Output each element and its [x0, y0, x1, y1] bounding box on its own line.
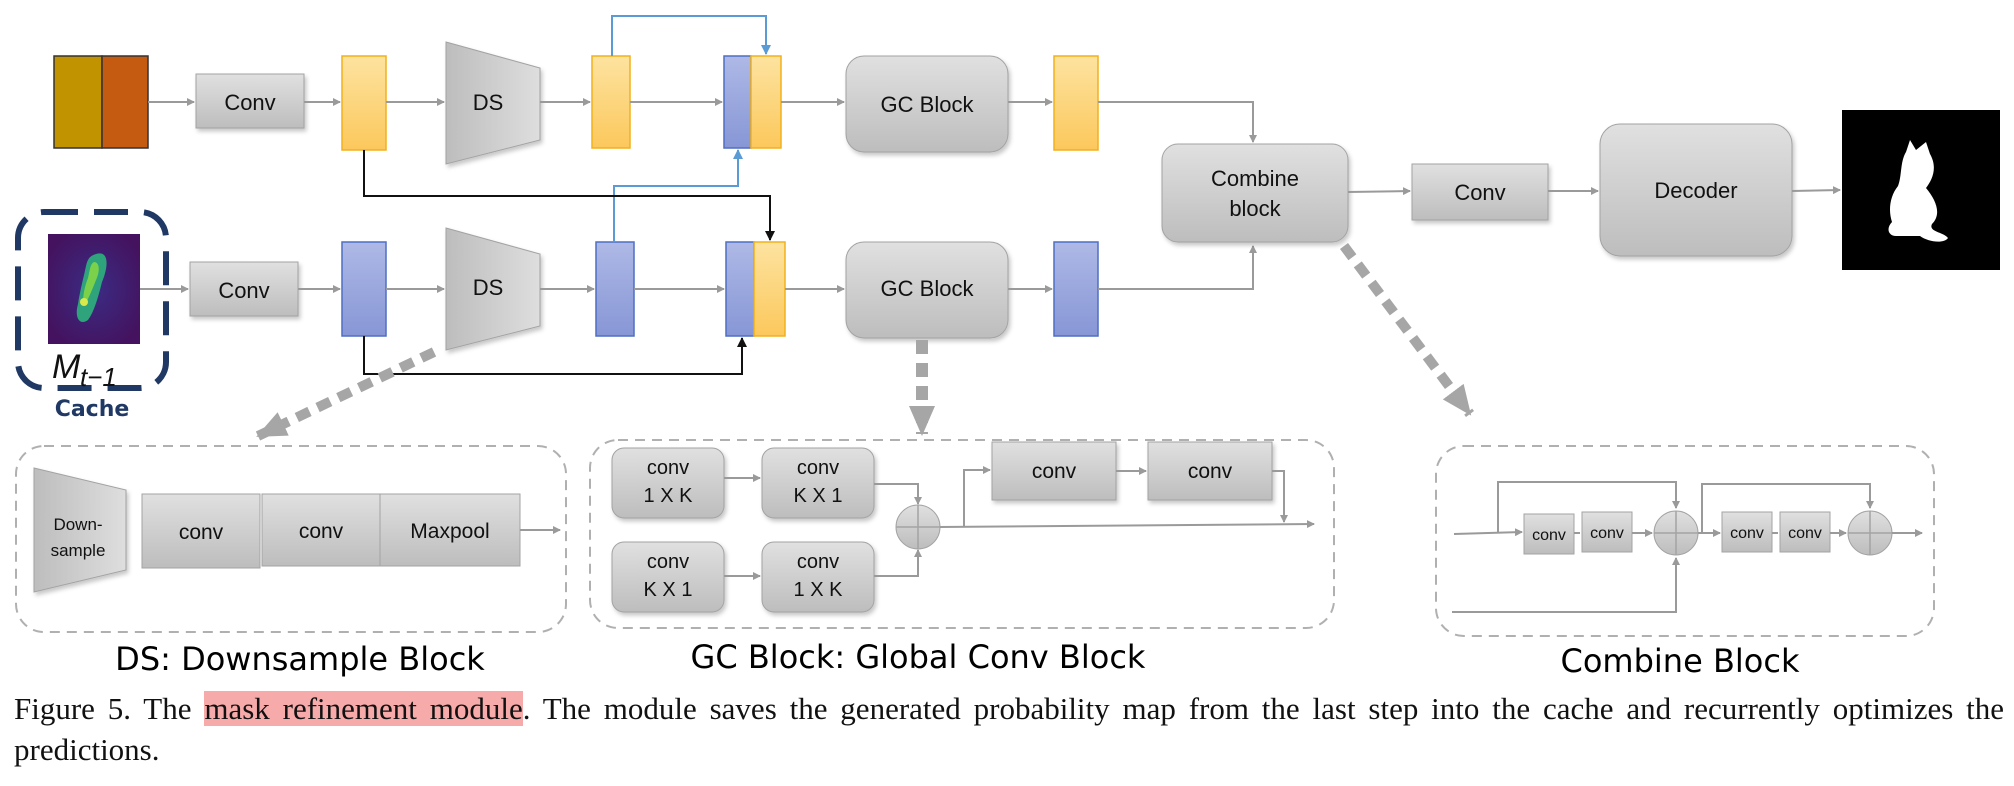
caption-highlight: mask refinement module — [204, 691, 523, 726]
ds-detail-panel: Down- sample conv conv Maxpool — [15, 445, 567, 633]
gc-a1-l1: conv — [647, 457, 689, 479]
combine-block: Combine block — [1161, 143, 1349, 243]
cache-subscript: t−1 — [80, 362, 117, 392]
combine-conv-3: conv — [1730, 525, 1764, 542]
ds-conv-1: conv — [179, 521, 224, 544]
bottom-concat — [725, 241, 786, 337]
bottom-feature-1 — [341, 241, 387, 337]
combine-sum-node-2 — [1847, 510, 1893, 556]
cache: M t−1 Cache — [15, 209, 169, 422]
combine-label-1: Combine — [1211, 166, 1299, 191]
bottom-ds-block: DS — [445, 227, 541, 351]
gc-b2-l1: conv — [797, 551, 839, 573]
top-conv-box: Conv — [195, 73, 305, 129]
top-ds-label: DS — [473, 90, 504, 115]
ds-conv-2: conv — [299, 520, 344, 543]
cache-symbol: M — [52, 348, 81, 386]
caption-suffix: . The module saves the generated probabi… — [14, 691, 2004, 767]
top-concat — [723, 55, 782, 149]
combine-label-2: block — [1229, 196, 1281, 221]
rgb-input — [53, 55, 149, 149]
bottom-gc-label: GC Block — [881, 276, 975, 301]
top-gc-label: GC Block — [881, 92, 975, 117]
gc-conv-4: conv — [1188, 460, 1233, 483]
gc-sum-node — [895, 504, 941, 550]
combine-detail-panel: conv conv conv conv — [1435, 445, 1935, 637]
top-conv-label: Conv — [224, 90, 275, 115]
top-feature-3 — [1053, 55, 1099, 151]
decoder-block: Decoder — [1599, 123, 1793, 257]
combine-conv-1: conv — [1532, 527, 1566, 544]
gc-a2-l2: K X 1 — [794, 485, 843, 507]
figure-caption: Figure 5. The mask refinement module. Th… — [14, 688, 2004, 770]
top-feature-1 — [341, 55, 387, 151]
output-conv-box: Conv — [1411, 163, 1549, 221]
ds-maxpool: Maxpool — [410, 520, 489, 543]
caption-prefix: Figure 5. The — [14, 691, 205, 726]
gc-a2-l1: conv — [797, 457, 839, 479]
bottom-conv-label: Conv — [218, 278, 269, 303]
combine-block-title: Combine Block — [1561, 642, 1800, 680]
cache-label: Cache — [55, 397, 130, 422]
top-feature-2 — [591, 55, 631, 149]
gc-b1-l2: K X 1 — [644, 579, 693, 601]
ds-block-title: DS: Downsample Block — [115, 640, 485, 678]
bottom-feature-3 — [1053, 241, 1099, 337]
gc-conv-3: conv — [1032, 460, 1077, 483]
bottom-gc-block: GC Block — [845, 241, 1009, 339]
combine-conv-4: conv — [1788, 525, 1822, 542]
gc-b2-l2: 1 X K — [794, 579, 844, 601]
top-ds-block: DS — [445, 41, 541, 165]
downsample-label-1: Down- — [53, 515, 102, 534]
gc-a1-l2: 1 X K — [644, 485, 694, 507]
gc-block-title: GC Block: Global Conv Block — [691, 638, 1146, 676]
bottom-ds-label: DS — [473, 275, 504, 300]
bottom-conv-box: Conv — [189, 261, 299, 317]
combine-conv-2: conv — [1590, 525, 1624, 542]
downsample-label-2: sample — [51, 541, 106, 560]
output-mask — [1842, 110, 2000, 270]
output-conv-label: Conv — [1454, 180, 1505, 205]
decoder-label: Decoder — [1654, 178, 1737, 203]
gc-b1-l1: conv — [647, 551, 689, 573]
top-gc-block: GC Block — [845, 55, 1009, 153]
gc-detail-panel: conv 1 X K conv K X 1 conv K X 1 conv 1 … — [589, 439, 1335, 629]
bottom-feature-2 — [595, 241, 635, 337]
combine-sum-node-1 — [1653, 510, 1699, 556]
